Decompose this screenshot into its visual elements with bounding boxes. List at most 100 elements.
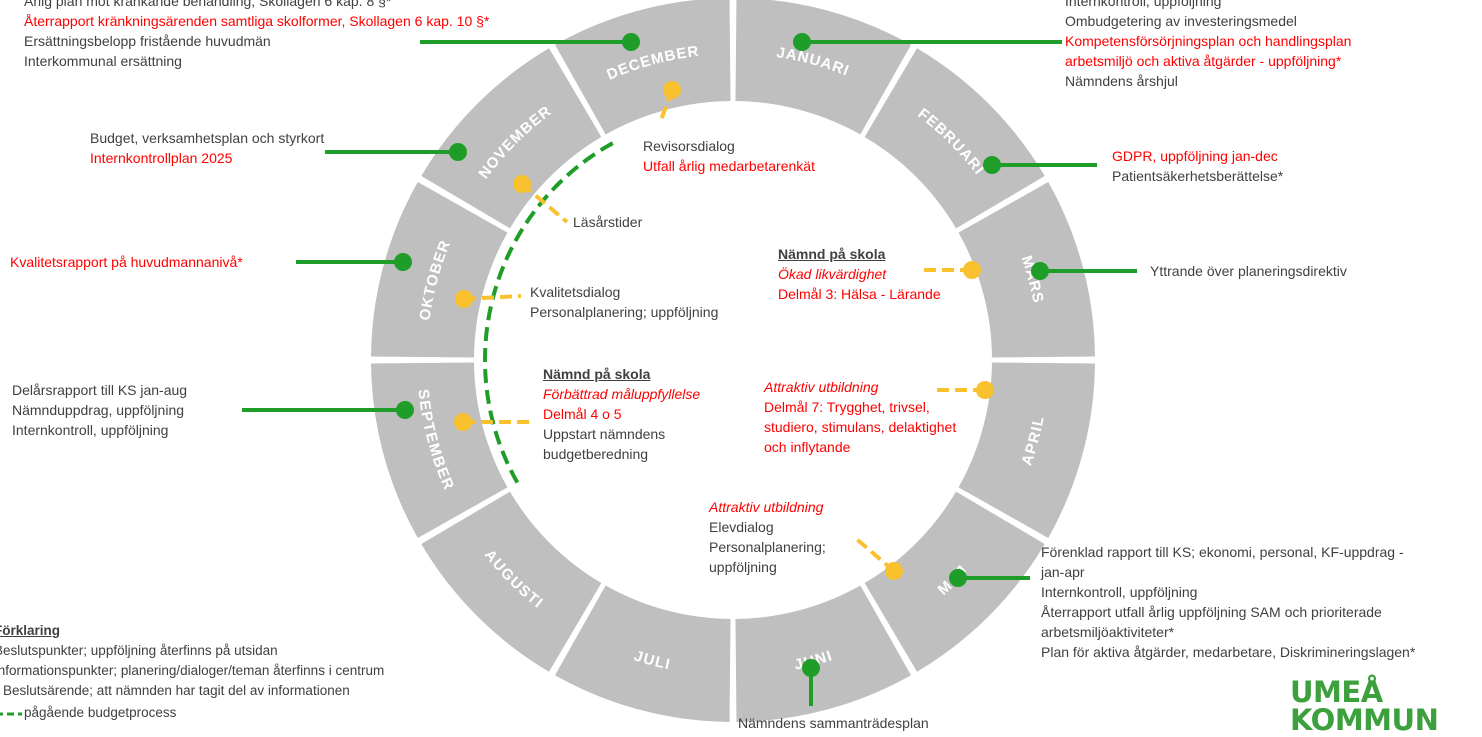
maj-inner-text: Attraktiv utbildning Elevdialog Personal… [709,497,826,577]
november-item-2: Internkontrollplan 2025 [90,150,233,166]
december-inner-text: Revisorsdialog Utfall årlig medarbetaren… [643,136,815,176]
maj-inner-item-1: Attraktiv utbildning [709,499,824,515]
segment-augusti [421,491,602,672]
logo-line-1: UMEÅ [1290,675,1383,709]
legend-title: Förklaring [0,623,61,638]
februari-outer-text: GDPR, uppföljning jan-dec Patientsäkerhe… [1112,146,1283,186]
december-inner-item-2: Utfall årlig medarbetarenkät [643,158,815,174]
februari-item-2: Patientsäkerhetsberättelse* [1112,168,1284,184]
segment-juli [555,585,731,722]
legend: Förklaring Beslutspunkter; uppföljning å… [0,621,384,723]
september-inner-item-2: Delmål 4 o 5 [543,406,622,422]
januari-item-1: Internkontroll, uppföljning [1065,0,1222,9]
juni-decision-dot [802,659,820,677]
oktober-item-1: Kvalitetsrapport på huvudmannanivå* [10,254,243,270]
maj-inner-item-3: Personalplanering; [709,539,826,555]
segment-oktober [371,182,508,358]
segment-januari [735,0,911,135]
september-decision-dot [396,401,414,419]
segment-juni [735,585,911,722]
mars-inner-item-2: Delmål 3: Hälsa - Lärande [778,286,941,302]
april-inner-item-3: studiero, stimulans, delaktighet [764,419,957,435]
umea-kommun-logo: UMEÅ KOMMUN [1290,675,1439,737]
januari-item-5: Nämndens årshjul [1065,73,1178,89]
maj-item-4: Återrapport utfall årlig uppföljning SAM… [1041,604,1382,620]
mars-inner-text: Nämnd på skola Ökad likvärdighet Delmål … [778,244,941,304]
oktober-info-dot [455,290,473,308]
januari-decision-dot [793,33,811,51]
maj-inner-item-4: uppföljning [709,559,777,575]
september-item-1: Delårsrapport till KS jan-aug [12,382,188,398]
logo-line-2: KOMMUN [1290,703,1439,737]
segment-november [421,48,602,229]
mars-inner-item-1: Ökad likvärdighet [778,266,887,282]
maj-item-3: Internkontroll, uppföljning [1041,584,1198,600]
december-item-1: Årlig plan mot kränkande behandling, Sko… [24,0,392,9]
juni-outer-text: Nämndens sammanträdesplan [738,713,929,733]
maj-decision-dot [949,569,967,587]
september-outer-text: Delårsrapport till KS jan-aug Nämnduppdr… [12,380,187,440]
april-info-dot [976,381,994,399]
maj-info-dot [885,562,903,580]
januari-outer-text: Internkontroll, uppföljning Ombudgeterin… [1065,0,1351,91]
december-item-4: Interkommunal ersättning [24,53,182,69]
april-inner-item-4: och inflytande [764,439,851,455]
september-info-dot [454,413,472,431]
maj-item-5: arbetsmiljöaktiviteter* [1041,624,1175,640]
januari-item-4: arbetsmiljö och aktiva åtgärder - uppföl… [1065,53,1342,69]
maj-outer-text: Förenklad rapport till KS; ekonomi, pers… [1041,542,1415,662]
oktober-inner-item-1: Kvalitetsdialog [530,284,621,300]
mars-inner-title: Nämnd på skola [778,246,886,262]
september-item-3: Internkontroll, uppföljning [12,422,169,438]
november-decision-dot [449,143,467,161]
segment-mars [958,182,1095,358]
december-inner-item-1: Revisorsdialog [643,138,735,154]
december-info-dot [663,81,681,99]
november-item-1: Budget, verksamhetsplan och styrkort [90,130,325,146]
oktober-info-line [463,294,522,301]
november-info-dot [513,175,531,193]
oktober-inner-text: Kvalitetsdialog Personalplanering; uppfö… [530,282,718,322]
oktober-outer-text: Kvalitetsrapport på huvudmannanivå* [10,252,243,272]
legend-item-decision: Beslutspunkter; uppföljning återfinns på… [0,643,278,658]
december-decision-dot [622,33,640,51]
mars-outer-text: Yttrande över planeringsdirektiv [1150,261,1347,281]
segment-april [958,362,1095,538]
april-inner-item-2: Delmål 7: Trygghet, trivsel, [764,399,930,415]
maj-item-2: jan-apr [1041,564,1085,580]
september-inner-item-4: budgetberedning [543,446,649,462]
september-inner-text: Nämnd på skola Förbättrad måluppfyllelse… [543,364,700,464]
legend-item-information: Informationspunkter; planering/dialoger/… [0,663,385,678]
april-inner-item-1: Attraktiv utbildning [764,379,879,395]
juni-item-1: Nämndens sammanträdesplan [738,715,929,731]
legend-item-asterisk: * Beslutsärende; att nämnden har tagit d… [0,683,350,698]
december-outer-text: Årlig plan mot kränkande behandling, Sko… [24,0,489,71]
mars-info-dot [963,261,981,279]
januari-item-3: Kompetensförsörjningsplan och handlingsp… [1065,33,1352,49]
november-outer-text: Budget, verksamhetsplan och styrkort Int… [90,128,324,168]
legend-budget-label: pågående budgetprocess [24,705,177,720]
december-item-3: Ersättningsbelopp fristående huvudmän [24,33,271,49]
februari-decision-dot [983,156,1001,174]
december-item-2: Återrapport kränkningsärenden samtliga s… [24,13,490,29]
segment-februari [864,48,1045,229]
oktober-decision-dot [394,253,412,271]
maj-item-6: Plan för aktiva åtgärder, medarbetare, D… [1041,644,1416,660]
legend-item-budget: pågående budgetprocess [0,703,384,723]
maj-item-1: Förenklad rapport till KS; ekonomi, pers… [1041,544,1404,560]
segment-december [555,0,731,135]
oktober-inner-item-2: Personalplanering; uppföljning [530,304,719,320]
mars-item-1: Yttrande över planeringsdirektiv [1150,263,1347,279]
november-inner-item-1: Läsårstider [573,214,643,230]
september-inner-item-1: Förbättrad måluppfyllelse [543,386,701,402]
maj-inner-item-2: Elevdialog [709,519,774,535]
november-info-line [520,182,569,224]
april-inner-text: Attraktiv utbildning Delmål 7: Trygghet,… [764,377,956,457]
februari-item-1: GDPR, uppföljning jan-dec [1112,148,1278,164]
januari-item-2: Ombudgetering av investeringsmedel [1065,13,1297,29]
september-inner-item-3: Uppstart nämndens [543,426,666,442]
september-item-2: Nämnduppdrag, uppföljning [12,402,185,418]
dashed-green-line-icon [0,712,22,716]
mars-decision-dot [1031,262,1049,280]
